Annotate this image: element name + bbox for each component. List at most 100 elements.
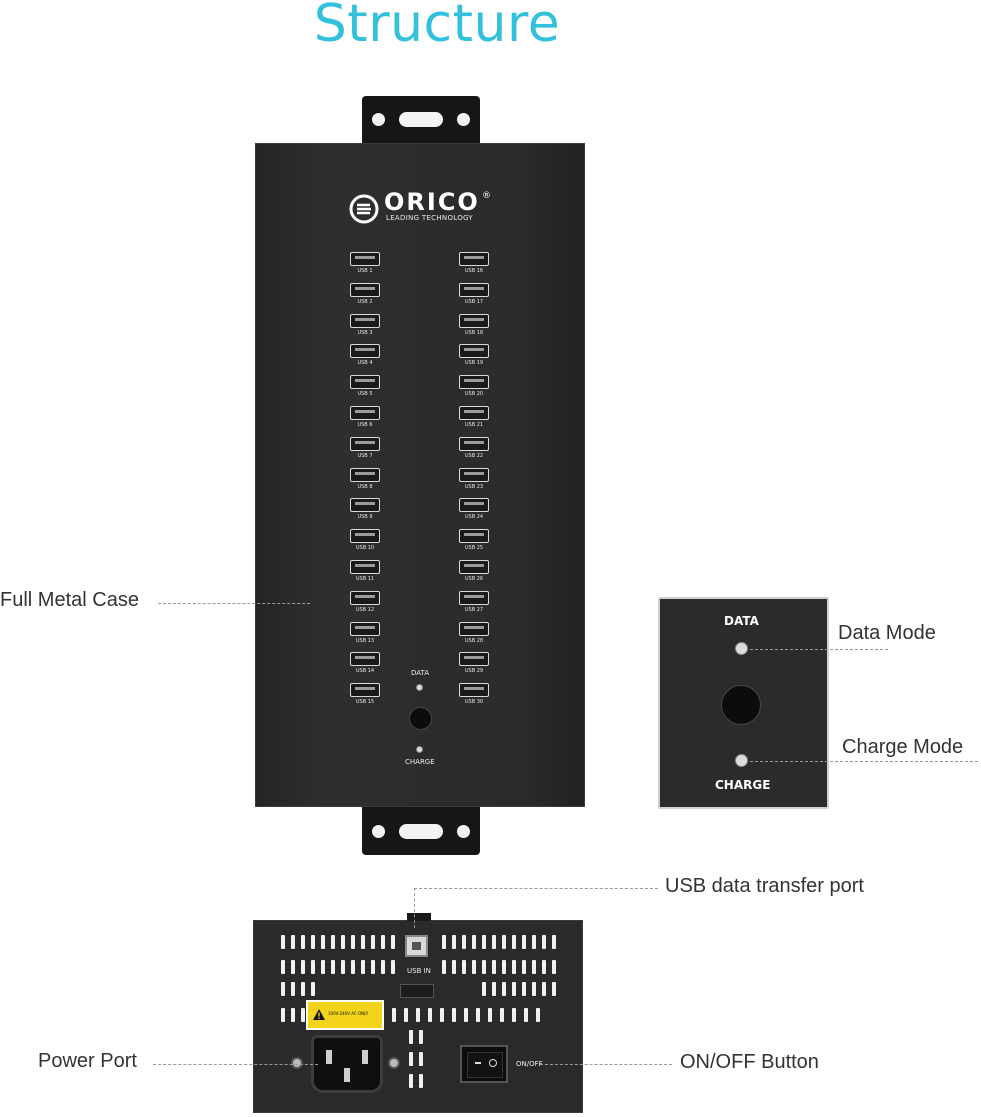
usb-port[interactable] <box>350 621 380 636</box>
bracket-screw-hole <box>457 825 470 838</box>
vent-slot <box>381 960 385 974</box>
vent-slot <box>512 1008 516 1022</box>
vent-slot <box>281 982 285 996</box>
usb-port[interactable] <box>459 406 489 420</box>
vent-slot <box>524 1008 528 1022</box>
usb-in-label: USB IN <box>407 967 431 975</box>
usb-port[interactable] <box>350 313 380 328</box>
usb-port[interactable] <box>459 652 489 667</box>
usb-port[interactable] <box>459 560 489 574</box>
front-mode-button[interactable] <box>409 707 432 730</box>
usb-port[interactable] <box>350 282 380 297</box>
vent-slot <box>371 935 375 949</box>
back-screw <box>291 1057 303 1069</box>
usb-port[interactable] <box>459 590 489 605</box>
usb-port-label: USB 17 <box>464 298 484 305</box>
usb-port[interactable] <box>350 375 380 390</box>
usb-port[interactable] <box>350 590 380 605</box>
usb-port-label: USB 22 <box>464 452 484 459</box>
vent-slot <box>321 935 325 949</box>
top-mounting-bracket <box>362 96 480 148</box>
vent-slot <box>409 1052 413 1066</box>
usb-port[interactable] <box>350 529 380 544</box>
vent-slot <box>552 935 556 949</box>
vent-slot <box>409 1074 413 1088</box>
usb-port[interactable] <box>350 467 380 482</box>
vent-slot <box>452 1008 456 1022</box>
vent-slot <box>428 1008 432 1022</box>
vent-slot <box>419 1030 423 1044</box>
usb-port[interactable] <box>459 683 489 698</box>
usb-port-label: USB 6 <box>357 422 373 428</box>
vent-slot <box>536 1008 540 1022</box>
vent-slot <box>321 960 325 974</box>
vent-slot <box>301 935 305 949</box>
vent-slot <box>291 935 295 949</box>
vent-slot <box>331 960 335 974</box>
usb-port[interactable] <box>350 498 380 513</box>
vent-slot <box>522 960 526 974</box>
usb-port-label: USB 25 <box>464 545 484 552</box>
usb-port-label: USB 15 <box>355 699 375 706</box>
usb-port-label: USB 3 <box>357 329 373 336</box>
power-port[interactable] <box>311 1035 383 1093</box>
vent-slot <box>381 935 385 949</box>
vent-slot <box>419 1052 423 1066</box>
usb-port-label: USB 18 <box>464 329 484 336</box>
detail-mode-button[interactable] <box>721 685 761 725</box>
back-screw <box>388 1057 400 1069</box>
vent-slot <box>301 982 305 996</box>
vent-slot <box>532 935 536 949</box>
vent-slot <box>409 1030 413 1044</box>
vent-slot <box>440 1008 444 1022</box>
usb-port[interactable] <box>459 344 489 359</box>
vent-slot <box>512 982 516 996</box>
usb-port[interactable] <box>350 344 380 359</box>
usb-port[interactable] <box>350 436 380 451</box>
usb-port[interactable] <box>459 467 489 482</box>
usb-port[interactable] <box>459 498 489 513</box>
vent-slot <box>371 960 375 974</box>
vent-slot <box>391 960 395 974</box>
vent-slot <box>404 1008 408 1022</box>
callout-power-port: Power Port <box>38 1050 137 1072</box>
usb-port[interactable] <box>459 529 489 544</box>
usb-port[interactable] <box>350 560 380 574</box>
callout-line-power-port <box>153 1064 318 1065</box>
usb-in-port[interactable] <box>405 935 428 957</box>
vent-slot <box>500 1008 504 1022</box>
vent-slot <box>488 1008 492 1022</box>
usb-port[interactable] <box>459 282 489 297</box>
back-panel-top-lip <box>407 913 431 921</box>
usb-port[interactable] <box>350 406 380 420</box>
usb-port-label: USB 19 <box>464 360 484 367</box>
vent-slot <box>462 935 466 949</box>
usb-port[interactable] <box>459 252 489 266</box>
vent-slot <box>472 960 476 974</box>
usb-port[interactable] <box>350 652 380 667</box>
vent-slot <box>452 935 456 949</box>
callout-onoff-button: ON/OFF Button <box>680 1051 819 1073</box>
vent-slot <box>361 960 365 974</box>
usb-port-label: USB 21 <box>464 422 484 428</box>
usb-port[interactable] <box>459 436 489 451</box>
vent-slot <box>291 1008 295 1022</box>
usb-port[interactable] <box>350 683 380 698</box>
bottom-mounting-bracket <box>362 803 480 855</box>
hub-metal-case <box>255 143 585 807</box>
usb-port[interactable] <box>459 621 489 636</box>
usb-port[interactable] <box>350 252 380 266</box>
usb-port-label: USB 12 <box>355 606 375 613</box>
usb-port-label: USB 2 <box>357 298 373 305</box>
vent-slot <box>311 960 315 974</box>
usb-port[interactable] <box>459 375 489 390</box>
registered-mark: ® <box>482 191 491 201</box>
vent-slot <box>552 960 556 974</box>
usb-port[interactable] <box>459 313 489 328</box>
vent-slot <box>311 982 315 996</box>
onoff-switch[interactable] <box>460 1045 508 1083</box>
usb-port-label: USB 14 <box>355 668 375 675</box>
vent-slot <box>341 935 345 949</box>
vent-slot <box>464 1008 468 1022</box>
usb-port-label: USB 7 <box>357 452 373 459</box>
